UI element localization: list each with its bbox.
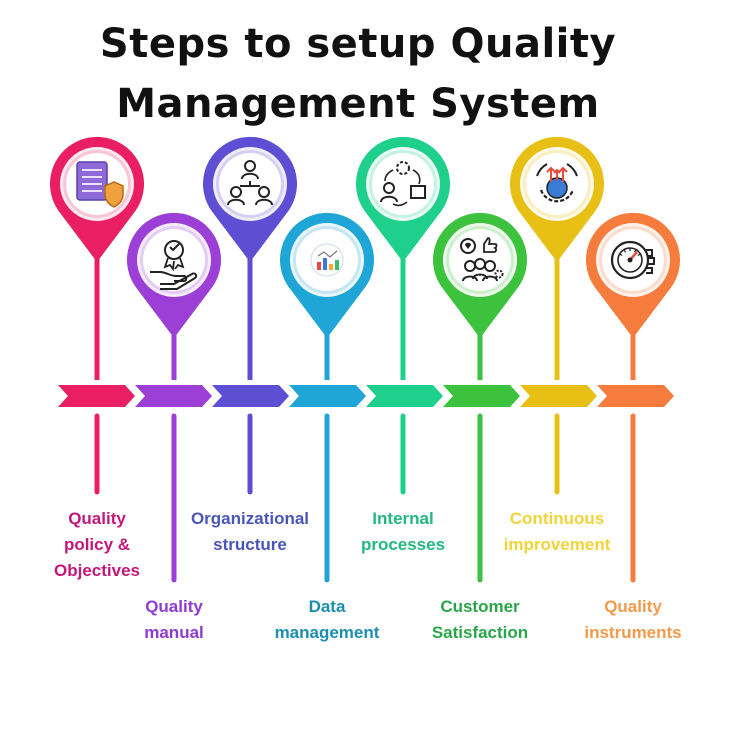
arrow-segment-1	[58, 385, 135, 407]
step-1-label-line-2: policy &	[63, 535, 131, 554]
arrow-segment-4	[289, 385, 366, 407]
arrow-segment-3	[212, 385, 289, 407]
step-3-label-line-2: structure	[213, 535, 287, 554]
step-1-label-line-1: Quality	[68, 509, 126, 528]
arrow-segment-5	[366, 385, 443, 407]
step-1-label-line-3: Objectives	[54, 561, 140, 580]
step-4-label-line-2: management	[274, 623, 380, 642]
arrow-segment-6	[443, 385, 520, 407]
step-4-label-line-1: Data	[308, 597, 346, 616]
page-title-line-1: Steps to setup Quality	[99, 21, 617, 67]
step-8-label: Quality instruments	[543, 594, 723, 646]
improvement-gear-icon	[536, 163, 578, 203]
step-6-label-line-2: Satisfaction	[431, 623, 529, 642]
arrow-segment-8	[597, 385, 674, 407]
customer-feedback-icon	[460, 237, 504, 282]
step-2-label-line-2: manual	[144, 623, 204, 642]
step-3-label-line-1: Organizational	[190, 509, 310, 528]
step-3-label: Organizational structure	[160, 506, 340, 558]
step-5-label-line-2: processes	[360, 535, 446, 554]
document-shield-icon	[76, 161, 124, 208]
data-chart-icon	[310, 243, 344, 277]
step-7-label-line-1: Continuous	[509, 509, 605, 528]
process-cycle-icon	[380, 161, 426, 207]
award-hand-icon	[150, 240, 198, 290]
arrow-segment-2	[135, 385, 212, 407]
gauge-gear-icon	[610, 240, 655, 280]
step-7-label-line-2: improvement	[503, 535, 611, 554]
step-8-label-line-1: Quality	[604, 597, 662, 616]
arrow-segment-7	[520, 385, 597, 407]
org-chart-icon	[227, 160, 273, 206]
step-2-label-line-1: Quality	[145, 597, 203, 616]
step-7-label: Continuous improvement	[467, 506, 647, 558]
step-1-label: Quality policy & Objectives	[7, 506, 187, 584]
page-title-line-2: Management System	[116, 81, 600, 127]
step-5-label-line-1: Internal	[372, 509, 434, 528]
step-2-label: Quality manual	[84, 594, 264, 646]
step-4-label: Data management	[237, 594, 417, 646]
step-8-label-line-2: instruments	[584, 623, 682, 642]
step-6-label-line-1: Customer	[440, 597, 520, 616]
step-5-label: Internal processes	[313, 506, 493, 558]
